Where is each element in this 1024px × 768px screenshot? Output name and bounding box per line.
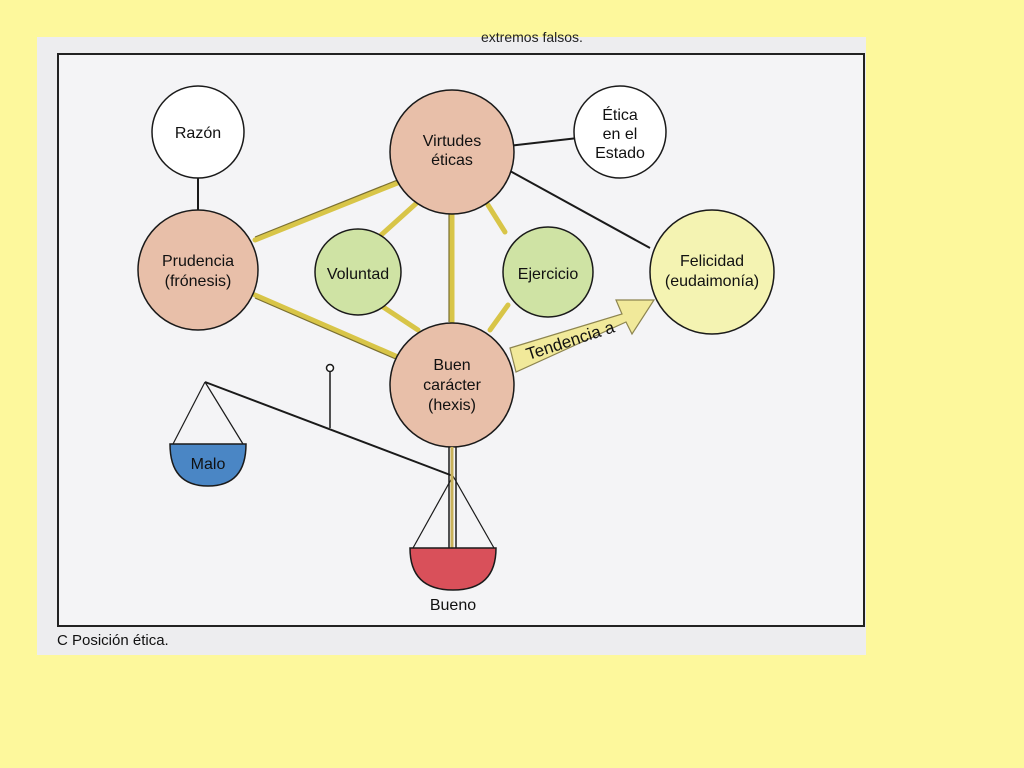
bueno-pan: [409, 547, 497, 591]
balance-scale: Malo Bueno: [169, 363, 497, 614]
felicidad-label-line1: Felicidad: [680, 253, 744, 270]
etica-label-line1: Ética: [602, 105, 638, 124]
malo-label: Malo: [191, 456, 226, 473]
yellow-connectors: [252, 179, 511, 360]
tendencia-label: Tendencia a: [524, 317, 618, 364]
bueno-label: Bueno: [430, 597, 476, 614]
node-felicidad: Felicidad (eudaimonía): [649, 209, 775, 335]
connector-virtudes-felicidad: [489, 159, 651, 249]
node-razon: Razón: [151, 85, 245, 179]
node-voluntad: Voluntad: [314, 228, 402, 316]
felicidad-label-line2: (eudaimonía): [665, 273, 759, 290]
node-razon-label: Razón: [175, 125, 221, 142]
node-etica-estado: Ética en el Estado: [573, 85, 667, 179]
ejercicio-label: Ejercicio: [518, 266, 579, 283]
node-prudencia: Prudencia (frónesis): [137, 209, 259, 331]
figure-caption: C Posición ética.: [57, 632, 169, 649]
prudencia-label-line1: Prudencia: [162, 253, 234, 270]
etica-label-line2: en el: [603, 126, 638, 143]
connector-prudencia-buen: [252, 292, 401, 360]
header-fragment: extremos falsos.: [481, 29, 583, 45]
buen-label-line3: (hexis): [428, 397, 476, 414]
scale-beam: [204, 381, 454, 477]
connector-prudencia-virtudes: [252, 179, 403, 243]
etica-label-line3: Estado: [595, 145, 645, 162]
node-virtudes-eticas: Virtudes éticas: [389, 89, 515, 215]
connector-ejercicio-buen: [487, 302, 511, 333]
node-ejercicio: Ejercicio: [502, 226, 594, 318]
connector-voluntad-buen: [377, 302, 421, 333]
buen-label-line1: Buen: [433, 357, 470, 374]
virtudes-label-line2: éticas: [431, 152, 473, 169]
connector-voluntad-virtudes: [377, 197, 423, 239]
connector-virtudes-etica: [507, 137, 579, 147]
voluntad-label: Voluntad: [327, 266, 389, 283]
connector-ejercicio-virtudes: [485, 202, 508, 235]
malo-pan: [169, 443, 247, 487]
buen-label-line2: carácter: [423, 377, 481, 394]
prudencia-label-line2: (frónesis): [165, 273, 232, 290]
node-buen-caracter: Buen carácter (hexis): [389, 322, 515, 448]
virtudes-label-line1: Virtudes: [423, 133, 481, 150]
